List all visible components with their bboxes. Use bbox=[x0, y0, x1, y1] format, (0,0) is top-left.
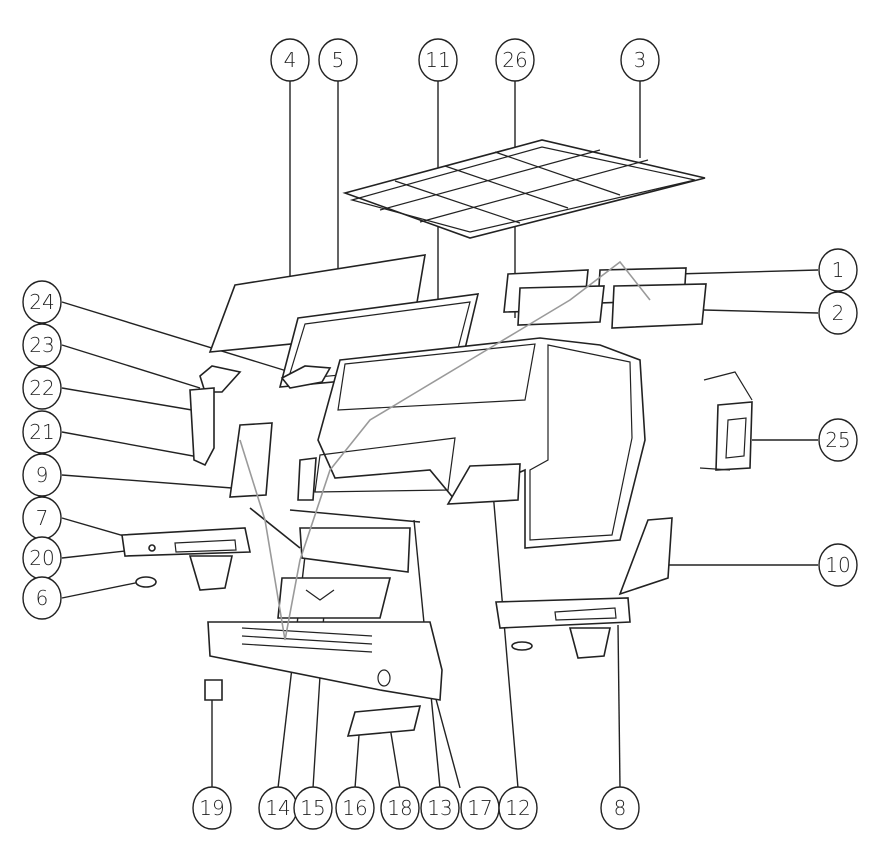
callout-circle bbox=[418, 38, 458, 82]
callout-circle bbox=[22, 410, 62, 454]
callout-number: 10 bbox=[825, 553, 850, 577]
callout-13: 13 bbox=[420, 786, 460, 830]
callout-circle bbox=[600, 786, 640, 830]
callout-number: 15 bbox=[300, 796, 325, 820]
callout-circle bbox=[818, 418, 858, 462]
callout-circle bbox=[818, 291, 858, 335]
callout-circle bbox=[380, 786, 420, 830]
callout-number: 14 bbox=[265, 796, 290, 820]
callout-number: 13 bbox=[427, 796, 452, 820]
part-3-roof-rack bbox=[342, 139, 706, 239]
callout-circle bbox=[22, 576, 62, 620]
callout-1: 1 bbox=[818, 248, 858, 292]
callout-number: 23 bbox=[29, 333, 54, 357]
callout-5: 5 bbox=[318, 38, 358, 82]
callout-circle bbox=[498, 786, 538, 830]
part-21-side-panel bbox=[229, 422, 273, 498]
callout-number: 22 bbox=[29, 376, 54, 400]
part-12-door-panel bbox=[446, 463, 521, 505]
callout-circle bbox=[818, 248, 858, 292]
callout-number: 3 bbox=[634, 48, 647, 72]
callout-3: 3 bbox=[620, 38, 660, 82]
part-11-cab-shell bbox=[314, 337, 646, 549]
callout-number: 17 bbox=[467, 796, 492, 820]
callout-25: 25 bbox=[818, 418, 858, 462]
part-10-rear-panel bbox=[618, 517, 673, 596]
callout-11: 11 bbox=[418, 38, 458, 82]
callout-number: 11 bbox=[425, 48, 450, 72]
part-14-rod bbox=[249, 507, 421, 549]
callout-number: 18 bbox=[387, 796, 412, 820]
callout-circle bbox=[270, 38, 310, 82]
callout-number: 9 bbox=[36, 463, 49, 487]
callout-circle bbox=[192, 786, 232, 830]
callout-circle bbox=[818, 543, 858, 587]
callout-19: 19 bbox=[192, 786, 232, 830]
callout-circle bbox=[22, 323, 62, 367]
callout-4: 4 bbox=[270, 38, 310, 82]
callout-12: 12 bbox=[498, 786, 538, 830]
part-25-mirror bbox=[699, 371, 753, 471]
callout-circle bbox=[293, 786, 333, 830]
part-16-plate bbox=[346, 705, 422, 737]
callout-circle bbox=[335, 786, 375, 830]
callout-9: 9 bbox=[22, 453, 62, 497]
part-17-bumper bbox=[207, 621, 443, 701]
callout-number: 2 bbox=[832, 301, 845, 325]
callout-8: 8 bbox=[600, 786, 640, 830]
callout-number: 26 bbox=[502, 48, 527, 72]
callout-number: 21 bbox=[29, 420, 54, 444]
callout-15: 15 bbox=[293, 786, 333, 830]
callout-number: 16 bbox=[342, 796, 367, 820]
part-6-lamp bbox=[135, 576, 157, 588]
callout-number: 1 bbox=[832, 258, 845, 282]
callout-6: 6 bbox=[22, 576, 62, 620]
part-13-front-panel bbox=[299, 527, 411, 573]
part-22-pillar bbox=[189, 387, 215, 467]
callout-circle bbox=[420, 786, 460, 830]
callout-number: 25 bbox=[825, 428, 850, 452]
callout-number: 7 bbox=[36, 506, 49, 530]
callout-circle bbox=[22, 366, 62, 410]
callout-number: 8 bbox=[614, 796, 627, 820]
callout-16: 16 bbox=[335, 786, 375, 830]
callout-22: 22 bbox=[22, 366, 62, 410]
watermark bbox=[239, 260, 651, 641]
callout-circle bbox=[495, 38, 535, 82]
callout-circle bbox=[318, 38, 358, 82]
callout-number: 20 bbox=[29, 546, 54, 570]
part-9-inner-trim bbox=[297, 457, 317, 501]
part-20-bolt bbox=[148, 544, 156, 552]
callout-23: 23 bbox=[22, 323, 62, 367]
callout-7: 7 bbox=[22, 496, 62, 540]
callout-number: 4 bbox=[284, 48, 297, 72]
callout-26: 26 bbox=[495, 38, 535, 82]
callout-21: 21 bbox=[22, 410, 62, 454]
callout-circle bbox=[620, 38, 660, 82]
callout-number: 5 bbox=[332, 48, 345, 72]
callout-24: 24 bbox=[22, 280, 62, 324]
callout-10: 10 bbox=[818, 543, 858, 587]
callout-number: 12 bbox=[505, 796, 530, 820]
callout-20: 20 bbox=[22, 536, 62, 580]
callout-number: 6 bbox=[36, 586, 49, 610]
callout-number: 19 bbox=[199, 796, 224, 820]
part-24-bracket bbox=[280, 365, 332, 389]
part-8-right-step-box bbox=[495, 597, 631, 659]
callout-circle bbox=[22, 280, 62, 324]
part-19-bracket bbox=[204, 679, 223, 701]
callout-2: 2 bbox=[818, 291, 858, 335]
callout-17: 17 bbox=[460, 786, 500, 830]
callout-14: 14 bbox=[258, 786, 298, 830]
callout-number: 24 bbox=[29, 290, 54, 314]
callout-18: 18 bbox=[380, 786, 420, 830]
callout-circle bbox=[22, 453, 62, 497]
